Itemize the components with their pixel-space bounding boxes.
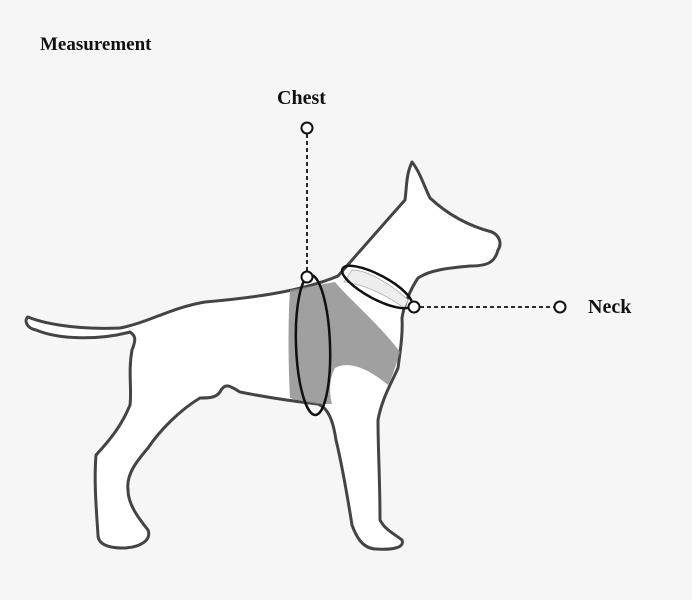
- neck-label: Neck: [588, 296, 632, 318]
- chest-leader-bottom-dot: [300, 270, 314, 284]
- dog-body-outline: [24, 160, 502, 551]
- diagram-title: Measurement: [40, 34, 152, 55]
- neck-leader-left-dot: [407, 300, 421, 314]
- chest-leader-top-dot: [300, 121, 314, 135]
- harness-shading: [288, 282, 400, 404]
- neck-leader-right-dot: [553, 300, 567, 314]
- chest-label: Chest: [277, 87, 326, 109]
